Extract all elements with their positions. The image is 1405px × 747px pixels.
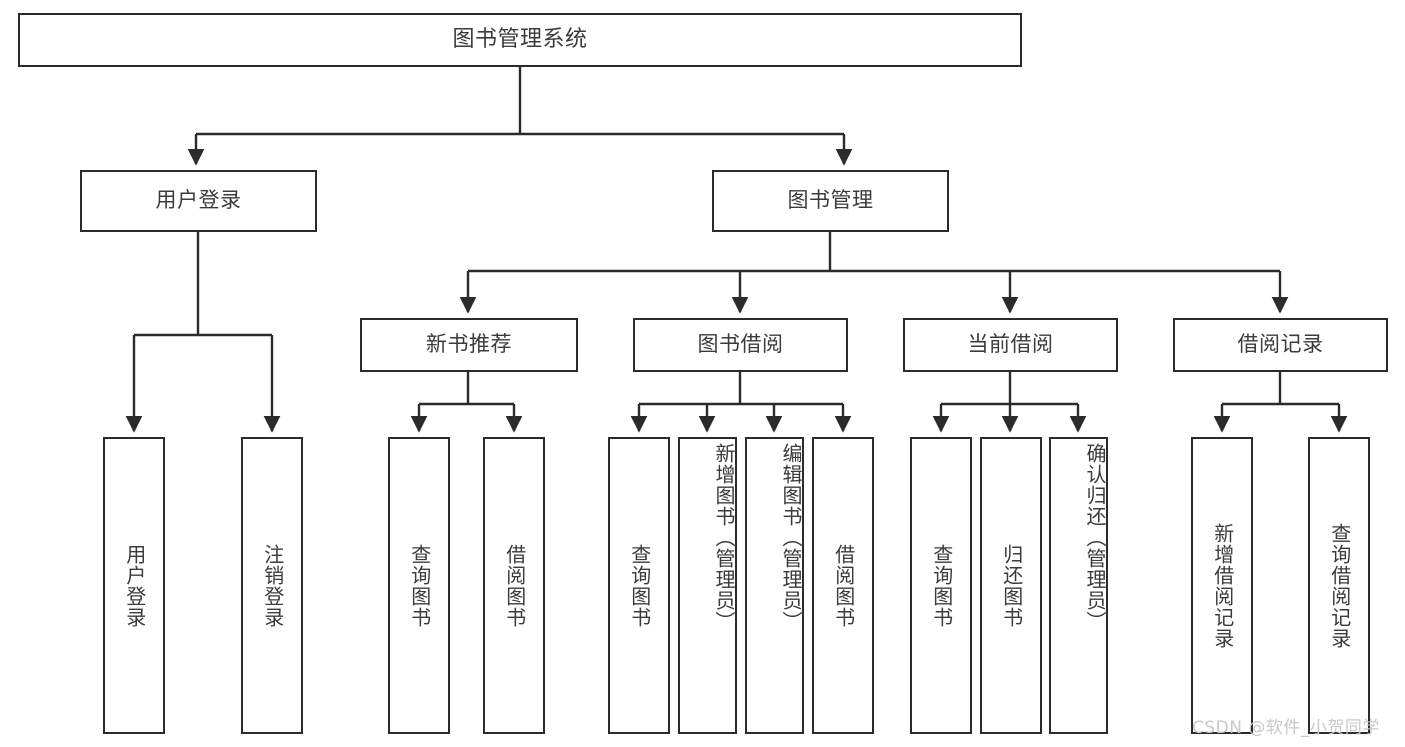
leaf-edit-book[interactable]: 编辑图书（管理员）: [745, 437, 804, 734]
leaf-borrow-book-1[interactable]: 借阅图书: [483, 437, 545, 734]
node-root[interactable]: 图书管理系统: [18, 13, 1022, 67]
leaf-confirm-return[interactable]: 确认归还（管理员）: [1049, 437, 1108, 734]
node-book-management[interactable]: 图书管理: [712, 170, 949, 232]
node-book-borrow[interactable]: 图书借阅: [633, 318, 848, 372]
leaf-logout[interactable]: 注销登录: [241, 437, 303, 734]
leaf-return-book[interactable]: 归还图书: [980, 437, 1042, 734]
node-current-borrow[interactable]: 当前借阅: [903, 318, 1118, 372]
node-borrow-record[interactable]: 借阅记录: [1173, 318, 1388, 372]
node-user-login[interactable]: 用户登录: [80, 170, 317, 232]
leaf-borrow-book-2[interactable]: 借阅图书: [812, 437, 874, 734]
leaf-query-record[interactable]: 查询借阅记录: [1308, 437, 1370, 734]
leaf-query-book-3[interactable]: 查询图书: [910, 437, 972, 734]
watermark-text: CSDN @软件_小贺同学: [1192, 718, 1380, 738]
node-new-book-recommend[interactable]: 新书推荐: [360, 318, 578, 372]
leaf-query-book-1[interactable]: 查询图书: [388, 437, 450, 734]
leaf-add-record[interactable]: 新增借阅记录: [1191, 437, 1253, 734]
leaf-query-book-2[interactable]: 查询图书: [608, 437, 670, 734]
leaf-add-book[interactable]: 新增图书（管理员）: [678, 437, 737, 734]
leaf-user-login[interactable]: 用户登录: [103, 437, 165, 734]
